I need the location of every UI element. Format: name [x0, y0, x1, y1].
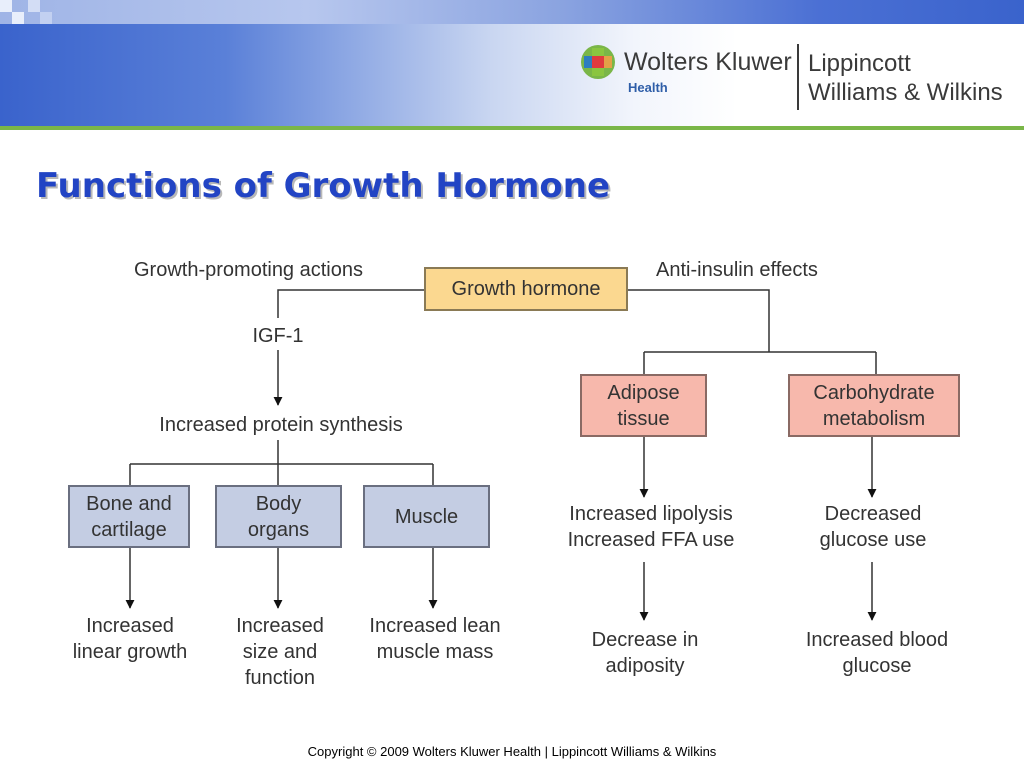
- brand-sub: Health: [628, 80, 668, 95]
- muscle-box: Muscle: [363, 485, 490, 548]
- wolters-kluwer-logo-icon: [581, 45, 615, 79]
- connector-synthesis-split: [129, 440, 434, 485]
- bone-cartilage-box: Bone and cartilage: [68, 485, 190, 548]
- growth-hormone-box: Growth hormone: [424, 267, 628, 311]
- header-decor-square: [40, 12, 52, 24]
- outcome-blood-glucose: Increased blood glucose: [805, 629, 949, 677]
- header-accent-rule: [0, 126, 1024, 130]
- mediator-label: IGF-1: [252, 325, 304, 347]
- header-decor-square: [0, 0, 12, 12]
- effect-lipolysis: Increased lipolysis Increased FFA use: [567, 503, 735, 551]
- slide-header: Wolters Kluwer Health Lippincott William…: [0, 0, 1024, 126]
- outcome-lean-muscle: Increased lean muscle mass: [369, 615, 501, 663]
- header-decor-square: [12, 12, 24, 24]
- brand-name: Wolters Kluwer: [624, 48, 792, 76]
- connector-root-right: [628, 289, 770, 352]
- outcome-adiposity: Decrease in adiposity: [591, 629, 699, 677]
- logo-divider: [797, 44, 799, 110]
- outcome-size-function: Increased size and function: [236, 615, 324, 689]
- header-top-bar: [0, 0, 1024, 24]
- carbohydrate-metabolism-box: Carbohydrate metabolism: [788, 374, 960, 437]
- copyright-footer: Copyright © 2009 Wolters Kluwer Health |…: [307, 744, 717, 759]
- left-branch-label: Growth-promoting actions: [134, 259, 363, 281]
- partner-name-line2: Williams & Wilkins: [808, 79, 1003, 106]
- adipose-tissue-box: Adipose tissue: [580, 374, 707, 437]
- right-branch-label: Anti-insulin effects: [656, 259, 818, 281]
- header-decor-square: [28, 0, 40, 12]
- slide-title: Functions of Growth Hormone: [36, 166, 610, 206]
- left-effect-label: Increased protein synthesis: [159, 414, 403, 436]
- effect-glucose-use: Decreased glucose use: [819, 503, 927, 551]
- partner-name-line1: Lippincott: [808, 50, 911, 77]
- body-organs-box: Body organs: [215, 485, 342, 548]
- outcome-linear-growth: Increased linear growth: [72, 615, 188, 663]
- connector-root-left: [277, 289, 424, 318]
